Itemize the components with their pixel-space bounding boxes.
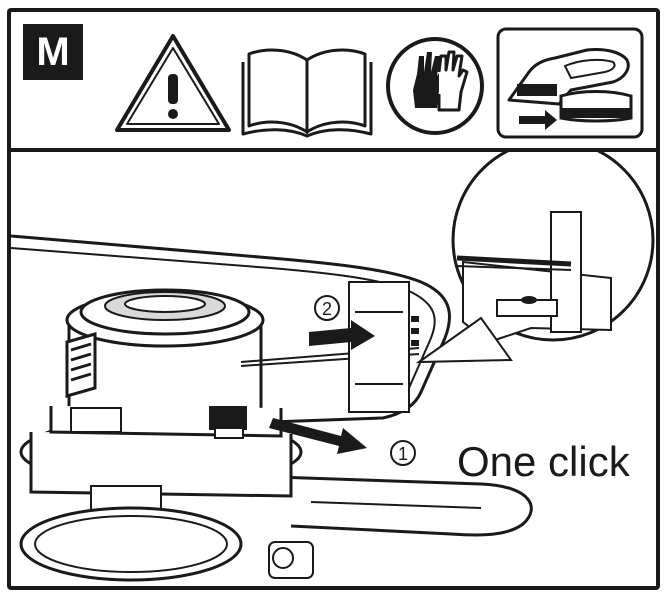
manual-book-icon bbox=[239, 42, 375, 138]
trimmer-head-scene: 2 1 One click bbox=[11, 152, 656, 586]
header-bar: M bbox=[11, 12, 656, 152]
remove-battery-icon bbox=[495, 26, 645, 140]
trimmer-illustration: 2 1 bbox=[11, 152, 656, 586]
instruction-panel: M bbox=[7, 8, 660, 590]
step-1-number: 1 bbox=[398, 444, 408, 464]
gloves-icon bbox=[383, 34, 487, 138]
step-2-number: 2 bbox=[322, 299, 332, 319]
one-click-caption: One click bbox=[457, 438, 630, 486]
step-letter-badge: M bbox=[23, 24, 83, 80]
warning-icon bbox=[111, 30, 235, 138]
